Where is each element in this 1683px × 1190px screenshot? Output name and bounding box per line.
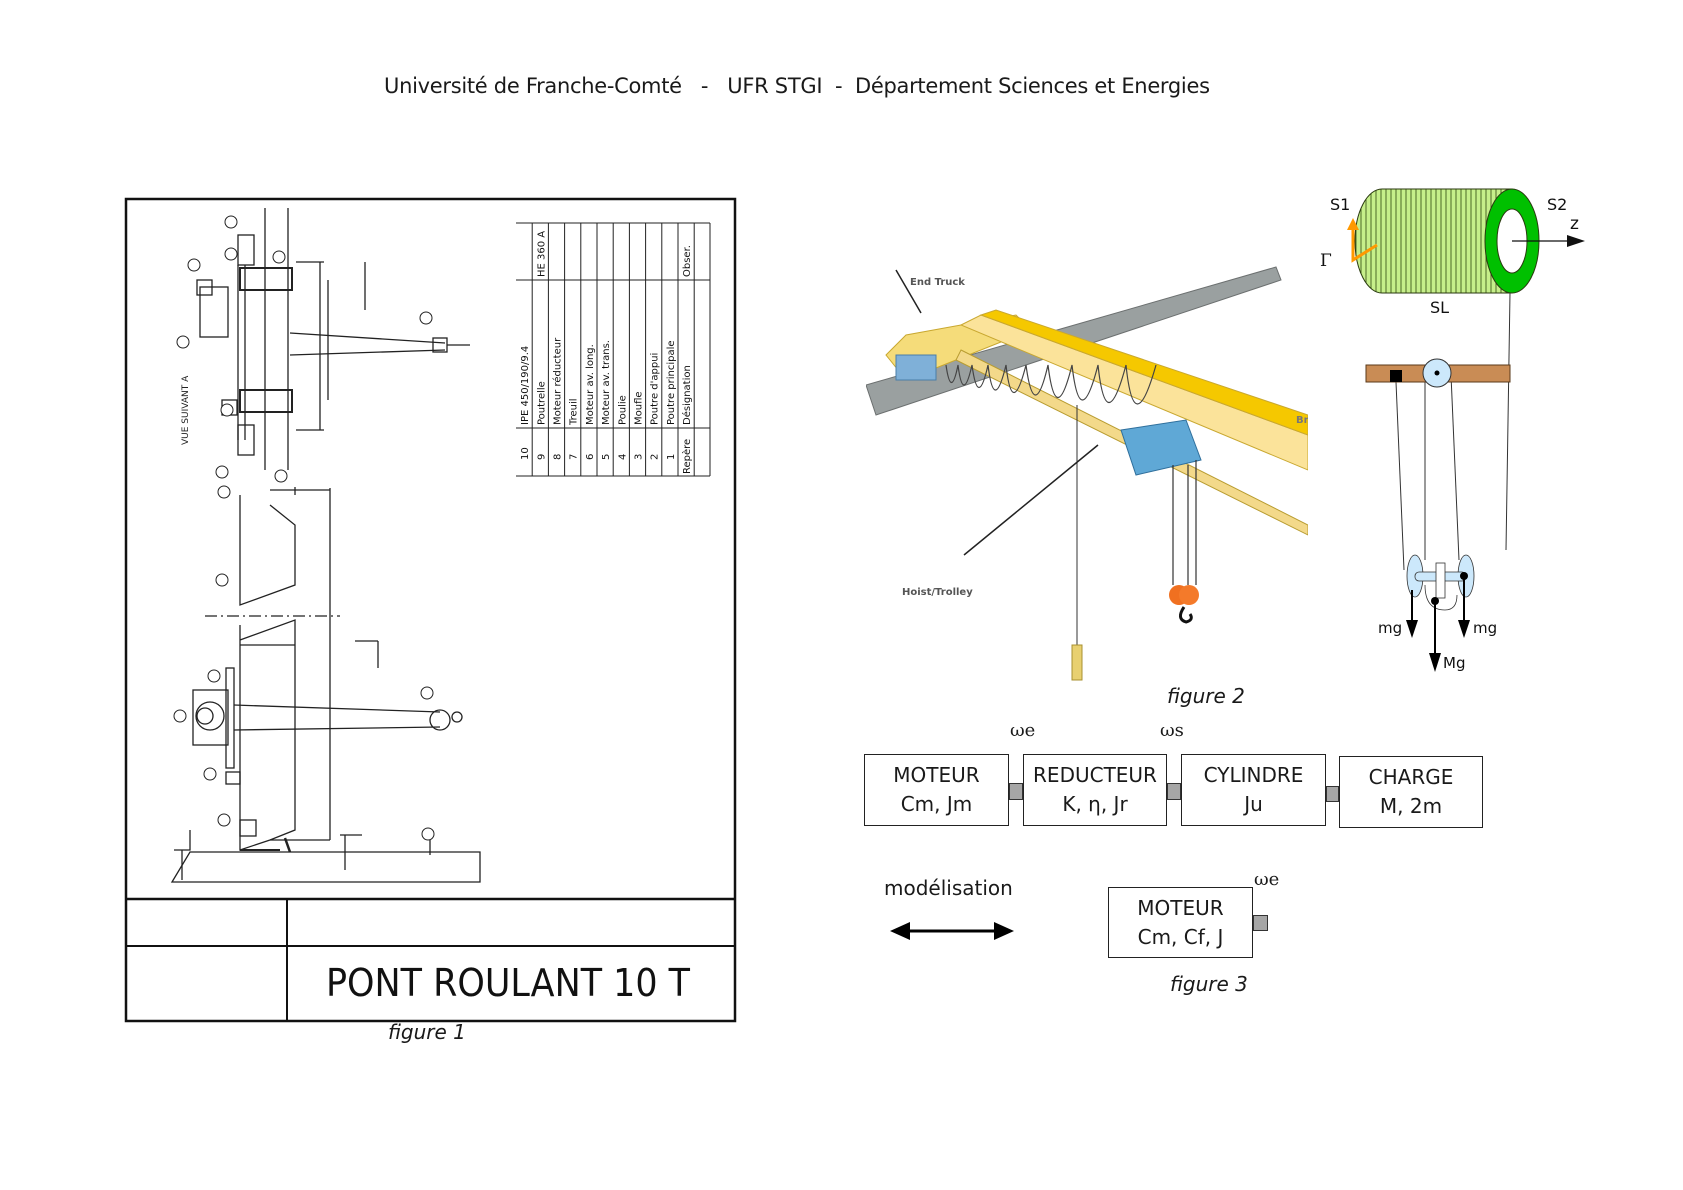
block-moteur-name: MOTEUR [893, 763, 980, 787]
table-cell-repere: 2 [650, 454, 661, 460]
drawing-title: PONT ROULANT 10 T [326, 961, 691, 1005]
table-cell-repere: 4 [617, 454, 628, 460]
table-cell-repere: 6 [585, 454, 596, 460]
part-balloons [176, 215, 433, 483]
block-moteur-equivalent-params: Cm, Cf, J [1137, 925, 1224, 949]
label-sl: SL [1430, 298, 1449, 317]
rope-3 [1450, 374, 1460, 561]
label-gamma: Γ [1320, 251, 1332, 271]
table-cell-designation: Treuil [569, 398, 580, 426]
table-cell-repere: 3 [634, 454, 645, 460]
table-cell-observation: HE 360 A [536, 231, 547, 277]
rope-1 [1395, 381, 1405, 571]
hook-shank [1435, 562, 1446, 599]
pendant-control [1071, 644, 1083, 681]
table-cell-designation: Moteur av. trans. [601, 340, 612, 425]
block-charge-name: CHARGE [1368, 765, 1454, 789]
figure2-caption: figure 2 [1167, 684, 1245, 708]
table-cell-repere: 10 [520, 447, 531, 460]
block-charge: CHARGE M, 2m [1339, 756, 1483, 828]
rope-anchor [1390, 370, 1402, 382]
rope-from-drum [1505, 292, 1511, 551]
table-cell-designation: Moufle [634, 391, 645, 425]
modelisation-label: modélisation [884, 876, 1013, 900]
Mg-arrow [1429, 653, 1441, 672]
table-cell-designation: Poutre d'appui [650, 353, 661, 425]
block-cylindre-params: Ju [1244, 792, 1263, 816]
hoist-trolley-label: Hoist/Trolley [902, 587, 973, 598]
end-truck-label: End Truck [910, 277, 965, 288]
arrow-right-head [994, 922, 1014, 940]
mg-right-arrow [1458, 620, 1470, 638]
bridge-girder [959, 314, 1308, 471]
bridge-label: Br [1296, 415, 1308, 426]
table-cell-designation: Moteur av. long. [585, 344, 596, 425]
equivalence-double-arrow [890, 922, 1014, 940]
block-moteur-equivalent: MOTEUR Cm, Cf, J [1108, 887, 1253, 958]
label-s1: S1 [1330, 195, 1350, 214]
label-mg-right: mg [1473, 619, 1497, 637]
arrow-left-head [890, 922, 910, 940]
table-cell-designation: Poulie [617, 395, 628, 425]
parts-table-columns: 10 IPE 450/190/9.4 9 Poutrelle HE 360 A 8 Mote… [520, 223, 695, 476]
block-cylindre: CYLINDRE Ju [1181, 754, 1326, 826]
drawing-frame [124, 197, 737, 1023]
hook-body [1424, 584, 1458, 611]
label-Mg: Mg [1443, 654, 1465, 672]
block-moteur: MOTEUR Cm, Jm [864, 754, 1009, 826]
table-header-designation: Désignation [681, 365, 693, 425]
shaft-connector [1167, 783, 1181, 800]
shaft-connector [1009, 783, 1023, 800]
block-reducteur-params: K, η, Jr [1062, 792, 1128, 816]
table-cell-designation: Moteur réducteur [552, 337, 564, 425]
figure3-caption: figure 3 [1170, 972, 1248, 996]
label-s2: S2 [1547, 195, 1567, 214]
hook-block-right [1179, 585, 1199, 605]
view-label: VUE SUIVANT A [181, 375, 191, 445]
torque-arrow [1351, 230, 1378, 263]
omega-s-label: ωs [1160, 720, 1184, 741]
mg-left-arrow [1406, 620, 1418, 638]
cylinder-body [1354, 188, 1513, 294]
block-charge-params: M, 2m [1379, 794, 1443, 818]
block-moteur-equivalent-name: MOTEUR [1137, 896, 1224, 920]
table-header-repere: Repère [681, 439, 693, 474]
hook [1179, 606, 1193, 624]
block-reducteur-name: REDUCTEUR [1033, 763, 1157, 787]
table-header-observation: Obser. [682, 245, 693, 277]
omega-e-label-fig3: ωe [1254, 869, 1280, 890]
figure1-drawing: 10 IPE 450/190/9.4 9 Poutrelle HE 360 A 8 Mote… [124, 197, 737, 1023]
shaft-connector [1253, 915, 1268, 931]
table-cell-repere: 7 [569, 454, 580, 460]
table-cell-designation: Poutrelle [536, 381, 547, 425]
label-mg-left: mg [1378, 619, 1402, 637]
side-view [170, 487, 481, 883]
omega-e-label: ωe [1010, 720, 1036, 741]
block-cylindre-name: CYLINDRE [1203, 763, 1304, 787]
block-moteur-params: Cm, Jm [900, 792, 973, 816]
hoist-trolley [1120, 419, 1202, 476]
festoon-cables [945, 364, 1157, 405]
table-cell-repere: 5 [601, 454, 612, 460]
document-header: Université de Franche-Comté - UFR STGI -… [384, 74, 1210, 98]
shaft-connector [1326, 786, 1339, 802]
crane-illustration: End Truck Hoist/Trolley Br [866, 266, 1308, 681]
top-view [196, 208, 470, 470]
table-cell-repere: 1 [666, 454, 677, 460]
table-cell-repere: 9 [536, 454, 547, 460]
table-cell-repere: 8 [553, 454, 564, 460]
table-cell-designation: IPE 450/190/9.4 [520, 346, 531, 425]
table-cell-designation: Poutre principale [666, 340, 677, 425]
figure1-caption: figure 1 [388, 1020, 466, 1044]
block-reducteur: REDUCTEUR K, η, Jr [1023, 754, 1167, 826]
label-z: z [1570, 214, 1579, 234]
z-axis-arrowhead [1567, 235, 1585, 247]
side-view-balloons [173, 485, 435, 841]
cylinder-pulley-schematic: S1 S2 z SL Γ mg mg Mg [1320, 188, 1585, 672]
